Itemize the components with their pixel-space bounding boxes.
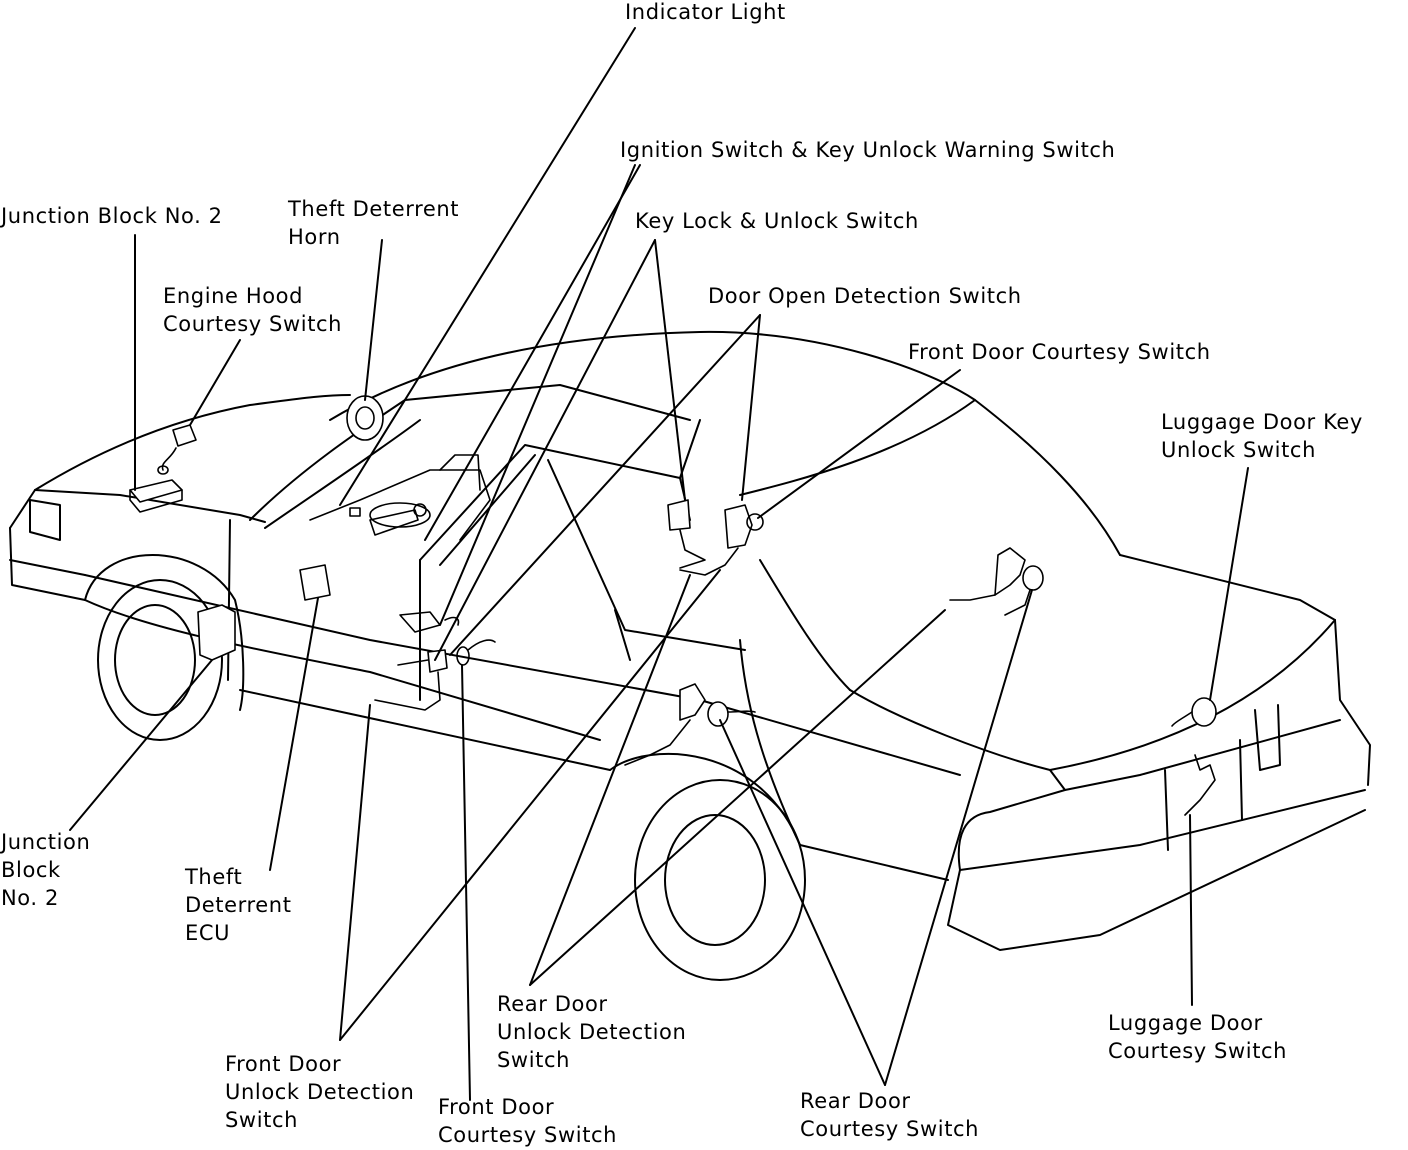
label-front-door-courtesy-bottom: Front Door Courtesy Switch: [438, 1095, 618, 1147]
label-ignition-switch: Ignition Switch & Key Unlock Warning Swi…: [620, 138, 1116, 162]
label-key-lock-switch: Key Lock & Unlock Switch: [635, 209, 919, 233]
label-indicator-light: Indicator Light: [625, 0, 786, 24]
label-theft-deterrent-ecu: Theft Deterrent ECU: [185, 865, 292, 945]
label-junction-block-left: Junction Block No. 2: [1, 830, 91, 910]
label-junction-block-top: Junction Block No. 2: [1, 204, 223, 228]
label-theft-deterrent-horn: Theft Deterrent Horn: [288, 197, 460, 249]
label-front-door-courtesy-top: Front Door Courtesy Switch: [908, 340, 1211, 364]
label-engine-hood-courtesy: Engine Hood Courtesy Switch: [163, 284, 343, 336]
label-door-open-detection: Door Open Detection Switch: [708, 284, 1022, 308]
car-body: [9, 330, 1371, 981]
label-luggage-door-courtesy: Luggage Door Courtesy Switch: [1108, 1011, 1288, 1063]
label-rear-door-courtesy: Rear Door Courtesy Switch: [800, 1089, 980, 1141]
label-luggage-door-key-unlock: Luggage Door Key Unlock Switch: [1161, 410, 1363, 462]
label-rear-door-unlock-detection: Rear Door Unlock Detection Switch: [497, 992, 687, 1072]
label-front-door-unlock-detection: Front Door Unlock Detection Switch: [225, 1052, 415, 1132]
leader-lines: [69, 27, 1249, 1101]
components: [129, 395, 1217, 816]
